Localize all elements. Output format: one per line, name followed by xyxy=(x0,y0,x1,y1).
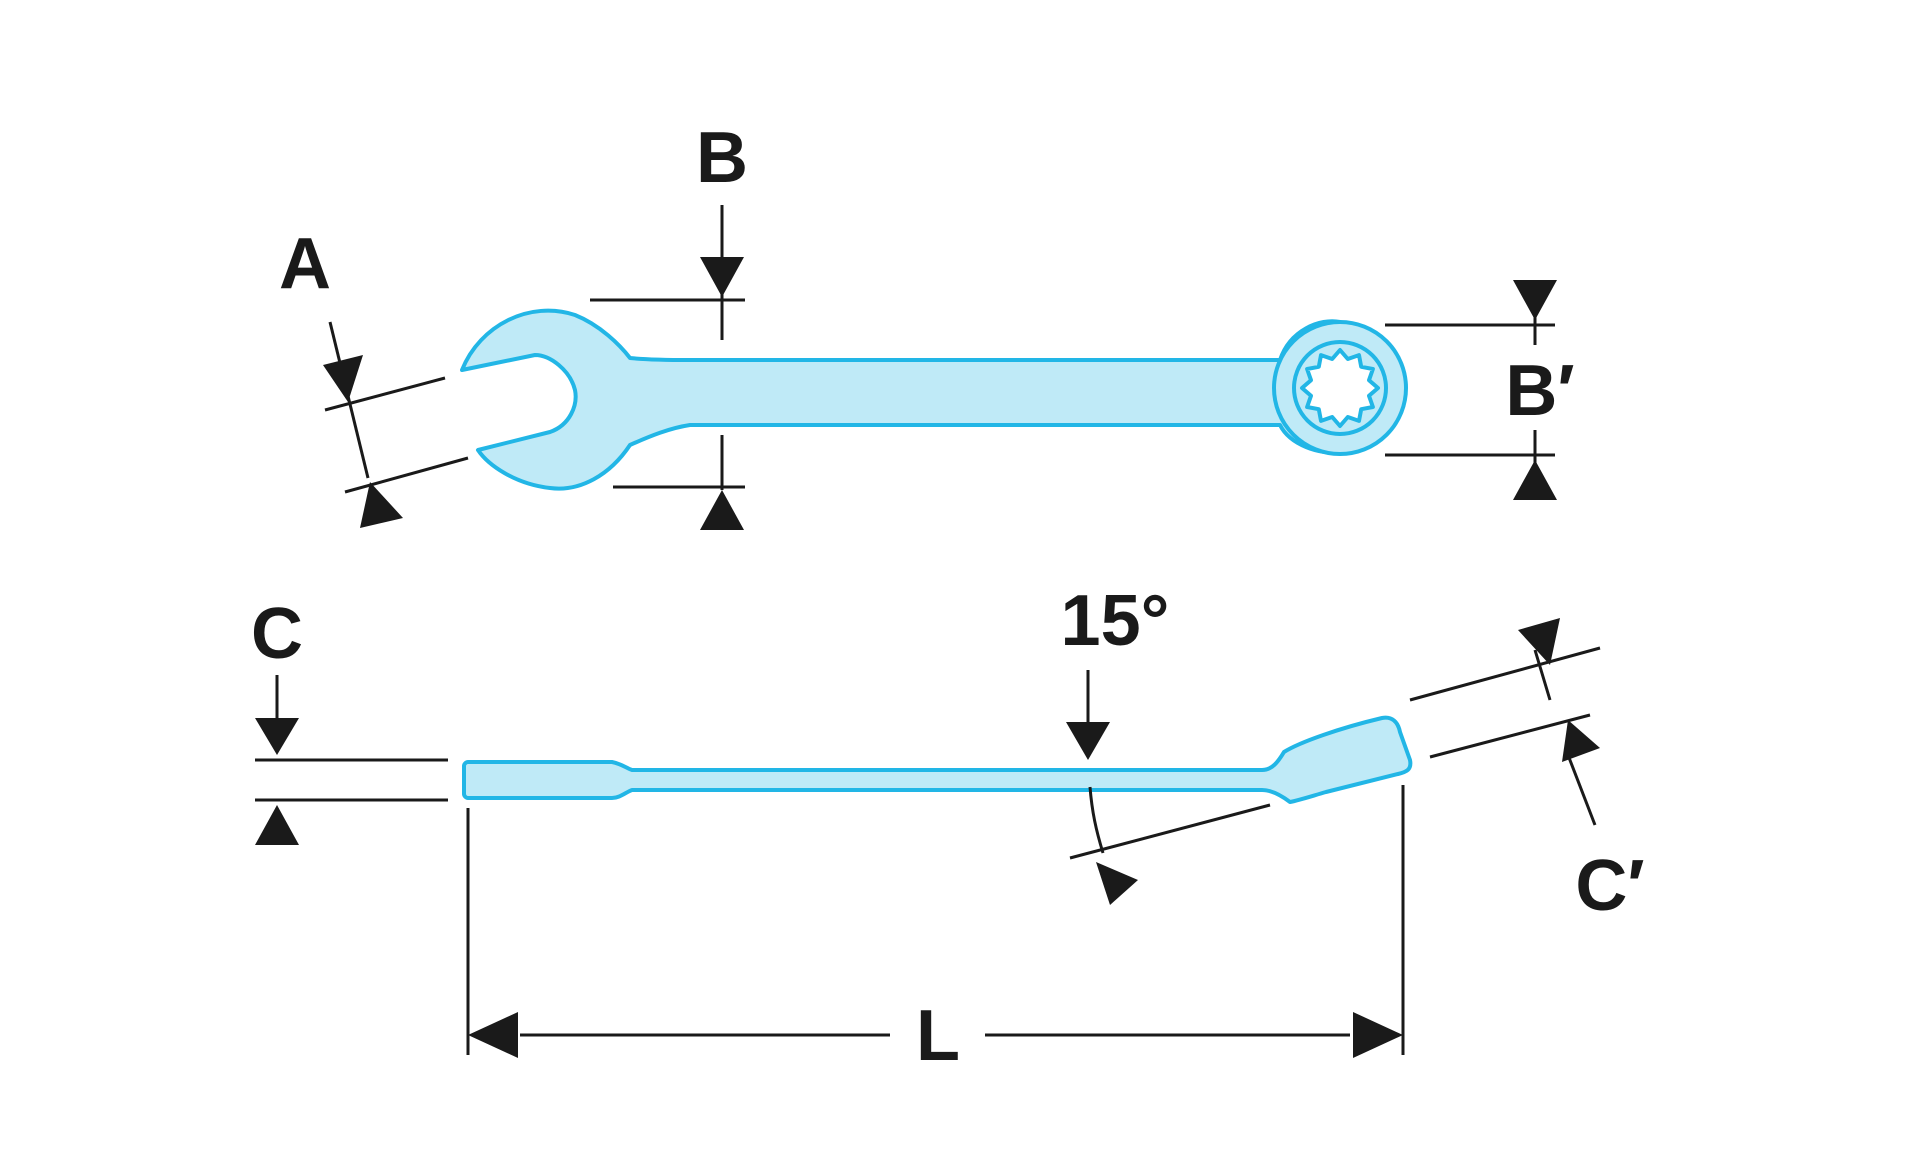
arrow-L-right xyxy=(1353,1012,1403,1058)
wrench-top-body xyxy=(460,308,1342,491)
wrench-side-body xyxy=(462,715,1413,804)
dimension-A: A xyxy=(279,224,469,528)
arrow-A-top xyxy=(323,355,363,402)
label-L: L xyxy=(916,996,960,1076)
dimension-L: L xyxy=(466,785,1405,1076)
arrow-C-top xyxy=(255,718,299,755)
label-C: C xyxy=(251,594,303,674)
dimension-angle: 15° xyxy=(1061,581,1271,905)
label-B: B xyxy=(696,118,748,198)
arrow-A-bottom xyxy=(360,482,403,528)
arrow-angle-top xyxy=(1066,722,1110,760)
label-angle: 15° xyxy=(1061,581,1170,661)
arrow-L-left xyxy=(468,1012,518,1058)
arrow-C-prime-top xyxy=(1518,618,1560,665)
label-A: A xyxy=(279,224,331,304)
arrow-C-bottom xyxy=(255,805,299,845)
wrench-side-view xyxy=(462,715,1413,804)
dimension-B: B xyxy=(590,118,748,530)
ring-end-bihex xyxy=(1300,348,1380,428)
dimension-C: C xyxy=(251,594,448,845)
dimension-C-prime: C′ xyxy=(1409,618,1645,926)
arrow-B-bottom xyxy=(700,490,744,530)
arrow-B-prime-top xyxy=(1513,280,1557,320)
arrow-B-top xyxy=(700,257,744,297)
dimension-B-prime: B′ xyxy=(1385,280,1575,500)
label-C-prime: C′ xyxy=(1575,846,1644,926)
arrow-B-prime-bottom xyxy=(1513,460,1557,500)
label-B-prime: B′ xyxy=(1505,351,1574,431)
wrench-top-view xyxy=(460,308,1408,491)
arrow-C-prime-bottom xyxy=(1562,720,1600,762)
arrow-angle-bottom xyxy=(1096,862,1138,905)
